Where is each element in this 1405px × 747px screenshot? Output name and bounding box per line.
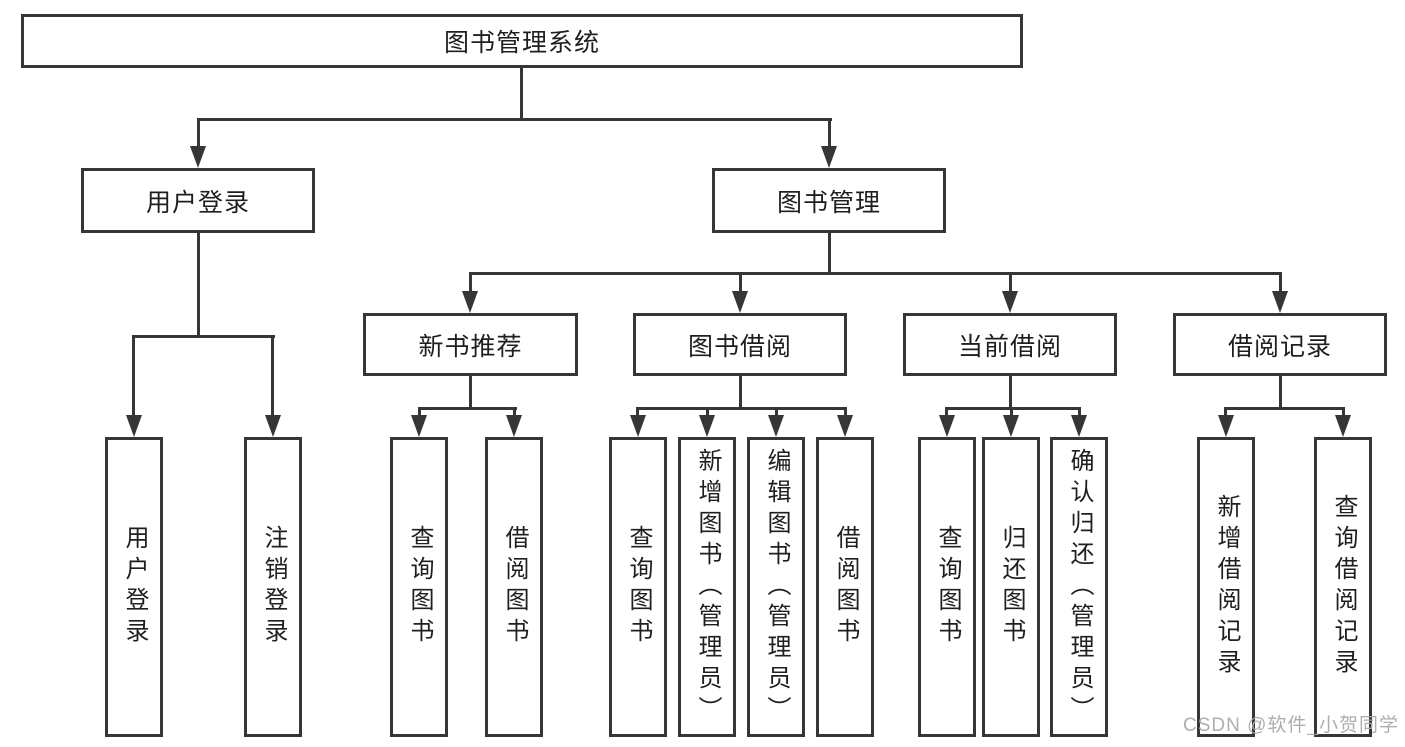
connector-rail (469, 272, 1282, 275)
leaf-logout-label: 注销登录 (260, 525, 287, 649)
connector-drop (1009, 272, 1012, 291)
connector-drop (1078, 407, 1081, 416)
csdn-watermark: CSDN @软件_小贺同学 (1183, 715, 1399, 736)
leaf-current-query-books: 查询图书 (918, 437, 976, 737)
leaf-borrow-borrow-books: 借阅图书 (816, 437, 874, 737)
leaf-user-login: 用户登录 (105, 437, 163, 737)
arrowhead-down-icon (265, 415, 281, 437)
leaf-edit-books-admin: 编辑图书（管理员） (747, 437, 805, 737)
connector-drop (945, 407, 948, 416)
connector-drop (775, 407, 778, 416)
connector-drop (271, 335, 274, 415)
leaf-borrow-query-books-label: 查询图书 (625, 525, 652, 649)
connector-drop (1342, 407, 1345, 416)
connector-drop (132, 335, 135, 415)
leaf-confirm-return-admin-label: 确认归还（管理员） (1066, 447, 1093, 727)
leaf-add-books-admin-label: 新增图书（管理员） (694, 447, 721, 727)
node-book-borrow-label: 图书借阅 (687, 332, 792, 361)
arrowhead-down-icon (411, 415, 427, 437)
leaf-add-borrow-record: 新增借阅记录 (1197, 437, 1255, 737)
arrowhead-down-icon (1335, 415, 1351, 437)
connector-stub (197, 233, 200, 335)
leaf-add-borrow-record-label: 新增借阅记录 (1213, 494, 1240, 680)
leaf-newbooks-borrow-books: 借阅图书 (485, 437, 543, 737)
connector-drop (1224, 407, 1227, 416)
connector-drop (828, 118, 831, 146)
connector-stub (1279, 376, 1282, 407)
arrowhead-down-icon (939, 415, 955, 437)
arrowhead-down-icon (732, 291, 748, 313)
arrowhead-down-icon (1002, 291, 1018, 313)
connector-drop (636, 407, 639, 416)
connector-drop (1279, 272, 1282, 291)
connector-drop (418, 407, 421, 416)
node-root-label: 图书管理系统 (443, 29, 600, 57)
arrowhead-down-icon (1071, 415, 1087, 437)
connector-drop (739, 272, 742, 291)
leaf-return-books-label: 归还图书 (998, 525, 1025, 649)
connector-stub (469, 376, 472, 407)
leaf-add-books-admin: 新增图书（管理员） (678, 437, 736, 737)
node-user-login: 用户登录 (81, 168, 315, 233)
arrowhead-down-icon (768, 415, 784, 437)
leaf-logout: 注销登录 (244, 437, 302, 737)
arrowhead-down-icon (1218, 415, 1234, 437)
connector-rail (1224, 407, 1345, 410)
arrowhead-down-icon (1003, 415, 1019, 437)
leaf-query-borrow-record: 查询借阅记录 (1314, 437, 1372, 737)
arrowhead-down-icon (821, 146, 837, 168)
connector-stub (1009, 376, 1012, 407)
connector-rail (197, 118, 832, 121)
arrowhead-down-icon (837, 415, 853, 437)
node-current-borrow: 当前借阅 (903, 313, 1117, 376)
connector-stub (828, 233, 831, 272)
connector-drop (197, 118, 200, 146)
leaf-query-borrow-record-label: 查询借阅记录 (1330, 494, 1357, 680)
connector-stub (520, 68, 523, 118)
arrowhead-down-icon (1272, 291, 1288, 313)
connector-rail (418, 407, 517, 410)
connector-drop (844, 407, 847, 416)
node-book-management: 图书管理 (712, 168, 946, 233)
leaf-confirm-return-admin: 确认归还（管理员） (1050, 437, 1108, 737)
arrowhead-down-icon (699, 415, 715, 437)
connector-rail (636, 407, 847, 410)
node-user-login-label: 用户登录 (145, 188, 250, 217)
node-new-book-recommend: 新书推荐 (363, 313, 578, 376)
leaf-edit-books-admin-label: 编辑图书（管理员） (763, 447, 790, 727)
connector-rail (945, 407, 1081, 410)
leaf-newbooks-query-books-label: 查询图书 (406, 525, 433, 649)
node-borrow-records-label: 借阅记录 (1227, 332, 1332, 361)
node-new-book-recommend-label: 新书推荐 (418, 332, 523, 361)
leaf-borrow-query-books: 查询图书 (609, 437, 667, 737)
node-root: 图书管理系统 (21, 14, 1023, 68)
arrowhead-down-icon (190, 146, 206, 168)
connector-stub (739, 376, 742, 407)
node-book-borrow: 图书借阅 (633, 313, 847, 376)
connector-drop (1010, 407, 1013, 416)
node-borrow-records: 借阅记录 (1173, 313, 1387, 376)
arrowhead-down-icon (126, 415, 142, 437)
node-book-management-label: 图书管理 (776, 188, 881, 217)
connector-drop (513, 407, 516, 416)
arrowhead-down-icon (462, 291, 478, 313)
connector-drop (706, 407, 709, 416)
connector-rail (132, 335, 275, 338)
leaf-borrow-borrow-books-label: 借阅图书 (832, 525, 859, 649)
leaf-current-query-books-label: 查询图书 (934, 525, 961, 649)
leaf-newbooks-query-books: 查询图书 (390, 437, 448, 737)
arrowhead-down-icon (506, 415, 522, 437)
leaf-user-login-label: 用户登录 (121, 525, 148, 649)
leaf-return-books: 归还图书 (982, 437, 1040, 737)
arrowhead-down-icon (630, 415, 646, 437)
node-current-borrow-label: 当前借阅 (957, 332, 1062, 361)
connector-drop (469, 272, 472, 291)
leaf-newbooks-borrow-books-label: 借阅图书 (501, 525, 528, 649)
